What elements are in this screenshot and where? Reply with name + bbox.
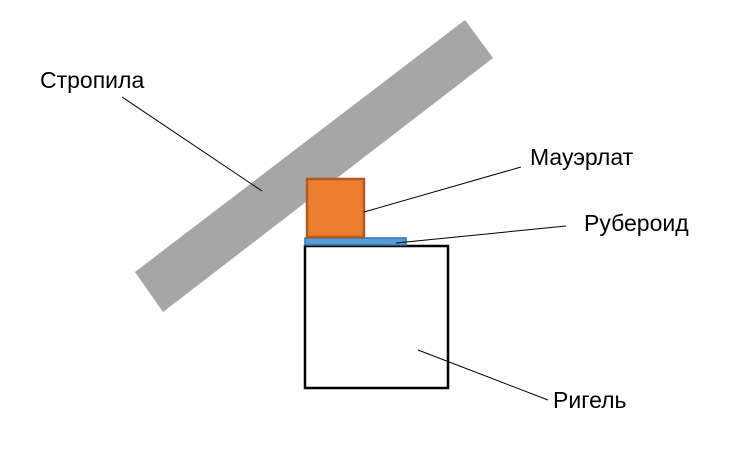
roofing-felt-leader-line (395, 225, 567, 244)
crossbar-label: Ригель (553, 387, 627, 413)
crossbar-leader-line (417, 349, 549, 401)
mauerlat-leader-line (363, 166, 522, 213)
rafter-label: Стропила (40, 67, 144, 93)
rafter-leader-line (121, 96, 263, 192)
roofing-felt-label: Рубероид (584, 210, 689, 236)
mauerlat-label: Мауэрлат (530, 144, 634, 170)
mauerlat-block (305, 177, 366, 239)
rafter-beam (135, 20, 493, 312)
roofing-felt-strip (304, 237, 407, 246)
crossbar-box (303, 244, 450, 390)
